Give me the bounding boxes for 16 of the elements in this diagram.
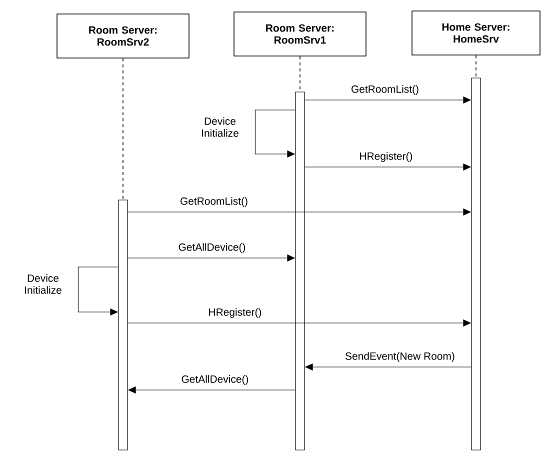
message-label: SendEvent(New Room): [346, 352, 454, 362]
lifeline-header-box: Room Server: RoomSrv1: [234, 12, 366, 56]
message-label: GetRoomList(): [180, 197, 248, 207]
lifeline: [122, 58, 124, 200]
lifeline-header-box: Home Server: HomeSrv: [412, 10, 540, 56]
message-label: HRegister(): [209, 308, 262, 318]
message-label: GetAllDevice(): [182, 375, 248, 385]
message-label: GetAllDevice(): [178, 243, 246, 253]
message-label: GetRoomList(): [352, 85, 418, 95]
message-label: Device Initialize: [25, 274, 62, 294]
activation-bar: [295, 92, 305, 450]
activation-bar: [471, 78, 481, 450]
message-label: Device Initialize: [202, 117, 238, 137]
lifeline-header-box: Room Server: RoomSrv2: [56, 14, 190, 58]
message-label: HRegister(): [360, 152, 412, 162]
activation-bar: [118, 200, 128, 450]
